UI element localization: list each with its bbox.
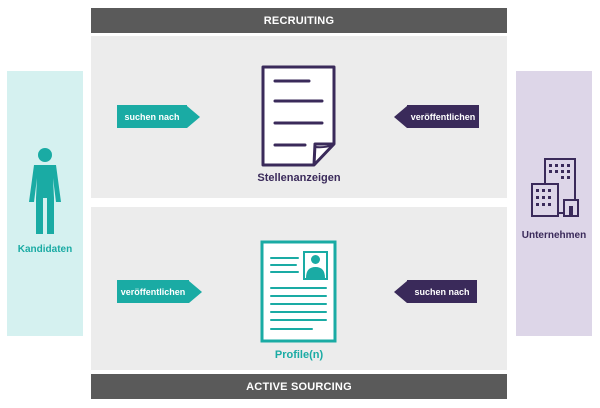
building-icon [531, 158, 579, 217]
profiles-label: Profile(n) [274, 349, 324, 361]
job-postings-label: Stellenanzeigen [257, 172, 341, 184]
arrow-companies-search-profiles: suchen nach [394, 280, 477, 303]
recruiting-label: RECRUITING [263, 14, 335, 27]
companies-box: Unternehmen [516, 71, 592, 336]
recruiting-header: RECRUITING [91, 8, 507, 33]
person-icon [29, 148, 61, 234]
active-sourcing-header: ACTIVE SOURCING [91, 374, 507, 399]
arrow-label: suchen nach [407, 280, 477, 303]
candidates-label: Kandidaten [17, 244, 73, 255]
arrow-companies-publish-jobs: veröffentlichen [394, 105, 479, 128]
job-posting-document-icon [261, 65, 336, 167]
active-sourcing-label: ACTIVE SOURCING [246, 380, 352, 393]
arrow-label: suchen nach [117, 105, 187, 128]
arrow-label: veröffentlichen [407, 105, 479, 128]
profile-document-icon [260, 240, 337, 343]
arrow-label: veröffentlichen [117, 280, 189, 303]
arrow-candidates-publish-profiles: veröffentlichen [117, 280, 202, 303]
arrow-candidates-search-jobs: suchen nach [117, 105, 200, 128]
companies-label: Unternehmen [521, 230, 587, 241]
candidates-box: Kandidaten [7, 71, 83, 336]
